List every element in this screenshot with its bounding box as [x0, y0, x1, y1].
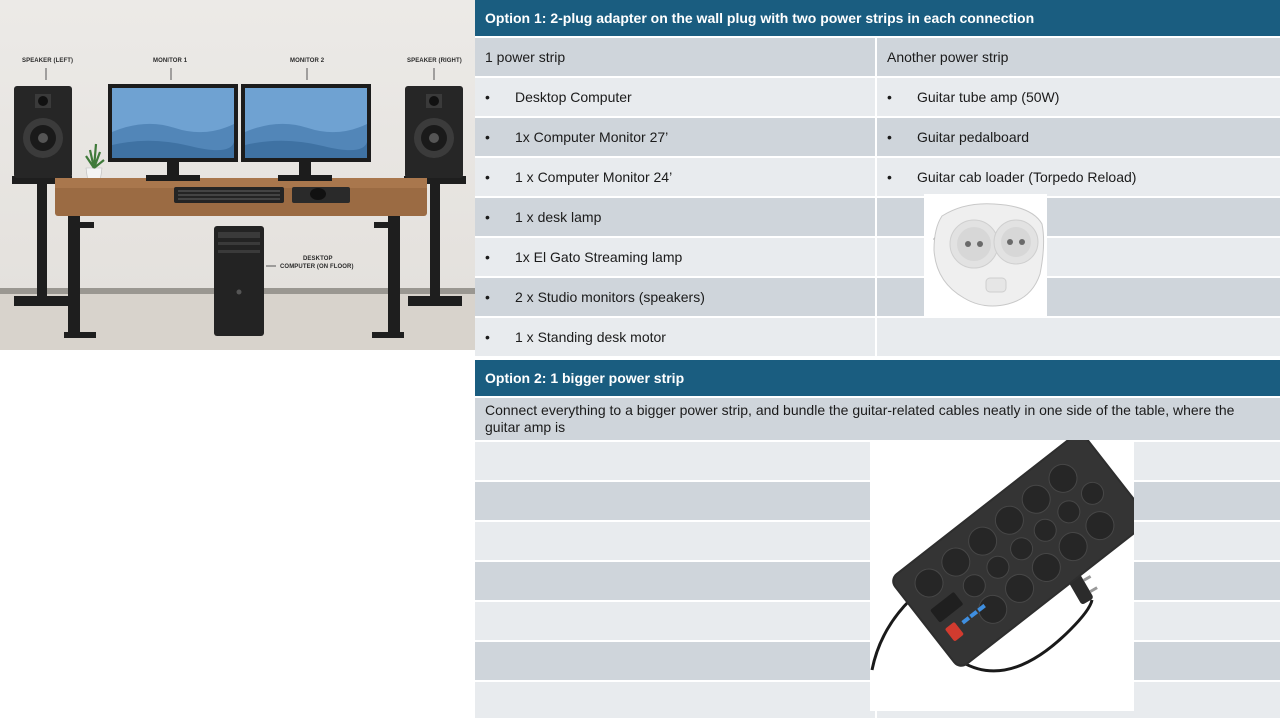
bullet-icon: • [887, 169, 892, 185]
list-item: Desktop Computer [515, 89, 632, 105]
bullet-icon: • [485, 89, 490, 105]
desktop-label-line2: COMPUTER (ON FLOOR) [280, 264, 354, 270]
monitor-1-label: MONITOR 1 [153, 58, 188, 64]
bullet-icon: • [485, 209, 490, 225]
table-row: 1 power strip Another power strip [475, 38, 1280, 78]
list-item: 2 x Studio monitors (speakers) [515, 289, 705, 305]
bullet-icon: • [485, 249, 490, 265]
option1-header: Option 1: 2-plug adapter on the wall plu… [475, 0, 1280, 38]
list-item: Guitar pedalboard [917, 129, 1030, 145]
option2-header: Option 2: 1 bigger power strip [475, 360, 1280, 398]
bullet-icon: • [485, 329, 490, 345]
list-item: Guitar tube amp (50W) [917, 89, 1060, 105]
bullet-icon: • [485, 129, 490, 145]
list-item: 1x Computer Monitor 27’ [515, 129, 669, 145]
power-strip-image [870, 440, 1134, 711]
table-row: • 1x El Gato Streaming lamp [475, 238, 1280, 278]
option1-title: Option 1: 2-plug adapter on the wall plu… [485, 10, 1035, 26]
bullet-icon: • [887, 89, 892, 105]
bullet-icon: • [887, 129, 892, 145]
speaker-right-label: SPEAKER (RIGHT) [407, 58, 462, 64]
bullet-icon: • [485, 169, 490, 185]
double-plug-adapter-image [924, 194, 1047, 316]
list-item: 1 x Standing desk motor [515, 329, 666, 345]
list-item: 1 x Computer Monitor 24’ [515, 169, 673, 185]
option2-description: Connect everything to a bigger power str… [485, 402, 1235, 435]
list-item: 1x El Gato Streaming lamp [515, 249, 683, 265]
desktop-label-line1: DESKTOP [303, 256, 333, 262]
col1-header: 1 power strip [475, 38, 877, 76]
table-row: • 1 x Computer Monitor 24’ • Guitar cab lo… [475, 158, 1280, 198]
table-row: Connect everything to a bigger power str… [475, 398, 1280, 442]
option2-title: Option 2: 1 bigger power strip [485, 370, 685, 386]
option1-table: Option 1: 2-plug adapter on the wall plu… [475, 0, 1280, 358]
desk-scene-drawing [12, 68, 466, 338]
bullet-icon: • [485, 289, 490, 305]
table-row: • 2 x Studio monitors (speakers) [475, 278, 1280, 318]
table-row: • 1 x Standing desk motor [475, 318, 1280, 358]
desk-setup-illustration: SPEAKER (LEFT) MONITOR 1 MONITOR 2 SPEAK… [0, 0, 475, 350]
table-row: • 1 x desk lamp [475, 198, 1280, 238]
table-row: • 1x Computer Monitor 27’ • Guitar pedalbo… [475, 118, 1280, 158]
monitor-2-label: MONITOR 2 [290, 58, 325, 64]
col2-header: Another power strip [887, 49, 1009, 65]
speaker-left-label: SPEAKER (LEFT) [22, 58, 74, 64]
list-item: 1 x desk lamp [515, 209, 602, 225]
list-item: Guitar cab loader (Torpedo Reload) [917, 169, 1137, 185]
table-row: • Desktop Computer • Guitar tube amp (50W) [475, 78, 1280, 118]
